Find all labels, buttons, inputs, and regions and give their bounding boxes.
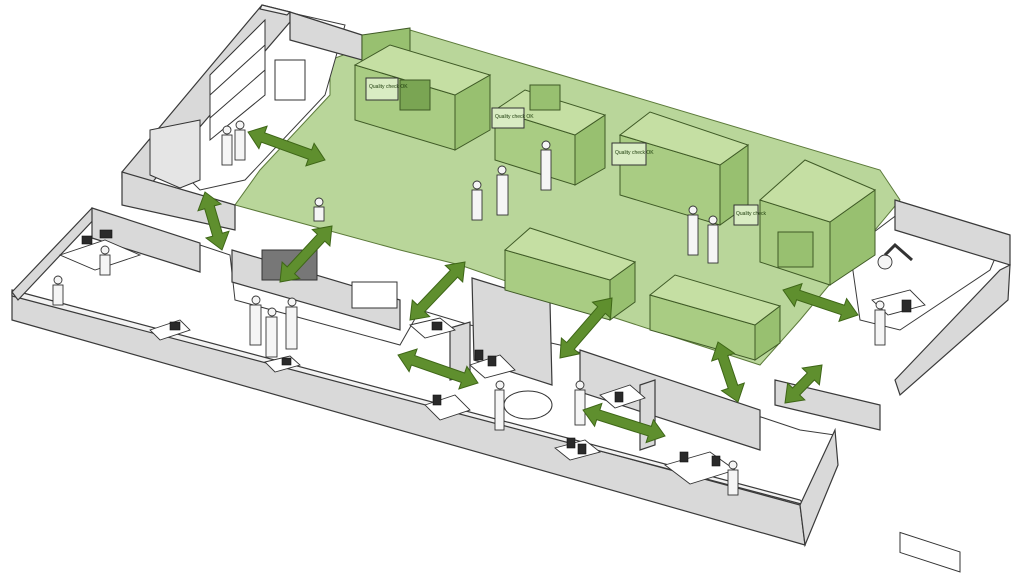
flow-arrows	[197, 125, 859, 444]
double-headed-arrow-icon	[279, 225, 333, 283]
person-icon	[234, 120, 246, 161]
person-icon	[874, 300, 886, 346]
person-icon	[540, 140, 552, 191]
machine-5	[503, 227, 637, 321]
person-icon	[285, 297, 298, 350]
double-headed-arrow-icon	[397, 348, 479, 390]
person-icon	[221, 125, 233, 166]
machine-4	[759, 159, 877, 286]
double-headed-arrow-icon	[409, 261, 466, 321]
quality-board-2-label: Quality check OK	[495, 114, 534, 120]
machine-2	[493, 84, 607, 186]
double-headed-arrow-icon	[710, 341, 746, 403]
wall-storage-left-top	[259, 4, 292, 16]
person-icon	[494, 380, 505, 431]
wall-office-rear	[91, 207, 201, 273]
wall-office-partition-2	[579, 349, 761, 451]
storage-shelves	[149, 18, 306, 189]
round-meeting-table	[503, 390, 553, 420]
quality-board-4-label: Quality check	[736, 211, 767, 217]
double-headed-arrow-icon	[782, 282, 859, 323]
people	[52, 120, 886, 496]
person-icon	[471, 180, 483, 221]
quality-board-1: Quality check OK	[365, 77, 408, 101]
person-icon	[249, 295, 262, 346]
person-icon	[99, 245, 111, 276]
double-headed-arrow-icon	[559, 297, 613, 359]
person-icon	[52, 275, 64, 306]
quality-board-2: Quality check OK	[491, 107, 534, 129]
person-icon	[727, 460, 739, 496]
person-icon	[496, 165, 509, 216]
double-headed-arrow-icon	[197, 191, 230, 251]
person-icon	[313, 197, 325, 222]
double-headed-arrow-icon	[784, 364, 823, 404]
person-icon	[687, 205, 699, 256]
wall-office-end	[799, 427, 839, 548]
wall-robot-front	[894, 264, 1011, 397]
person-icon	[265, 307, 278, 358]
quality-board-3: Quality check OK	[611, 142, 654, 166]
whiteboard	[351, 281, 398, 309]
double-headed-arrow-icon	[582, 402, 666, 444]
machine-6	[648, 274, 782, 361]
robot-arm-icon	[877, 242, 961, 573]
quality-board-4: Quality check	[733, 204, 767, 226]
person-icon	[574, 380, 586, 426]
quality-board-3-label: Quality check OK	[615, 150, 654, 156]
double-headed-arrow-icon	[247, 125, 326, 167]
person-icon	[707, 215, 719, 264]
quality-board-1-label: Quality check OK	[369, 84, 408, 90]
